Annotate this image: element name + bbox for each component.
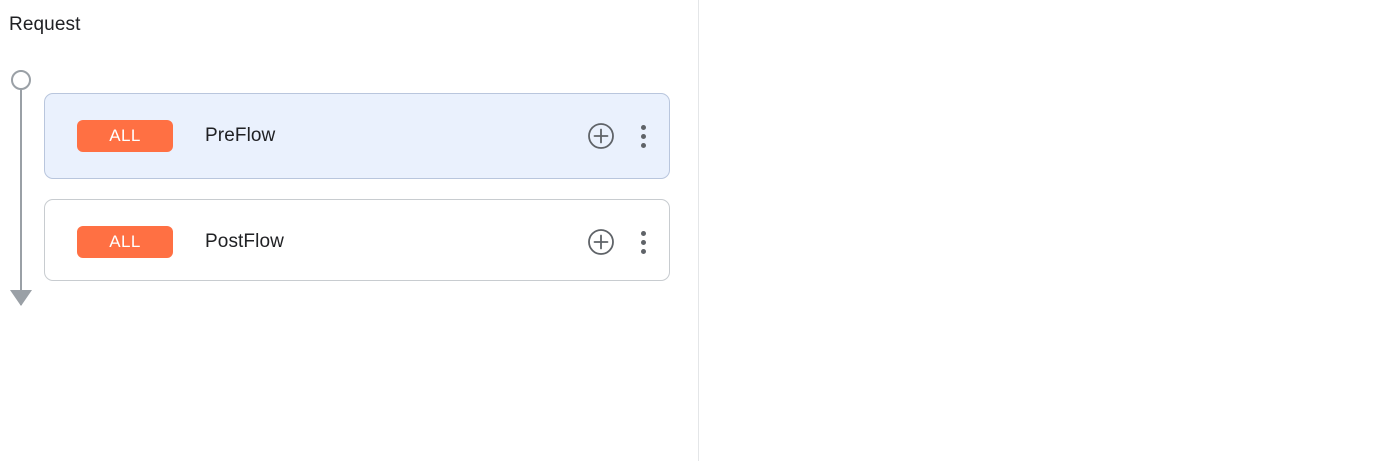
flow-header-row: ALL PostFlow — [45, 200, 669, 284]
response-panel: Response ALL PostFlow — [698, 0, 1393, 461]
flow-arrow-down-icon — [10, 290, 32, 306]
request-flow-track — [6, 70, 36, 306]
kebab-menu-icon[interactable] — [631, 228, 655, 256]
kebab-menu-icon[interactable] — [631, 122, 655, 150]
flow-header-row: ALL PreFlow — [45, 94, 669, 178]
plus-circle-icon[interactable] — [587, 122, 615, 150]
plus-circle-icon[interactable] — [587, 228, 615, 256]
panel-divider — [698, 0, 699, 461]
verb-badge: ALL — [77, 120, 173, 152]
flow-name-label: PostFlow — [205, 231, 284, 252]
flow-start-circle-icon — [11, 70, 31, 90]
flow-card-postflow[interactable]: ALL PostFlow — [44, 199, 670, 281]
flow-line — [20, 70, 22, 305]
flow-name-label: PreFlow — [205, 125, 276, 146]
verb-badge: ALL — [77, 226, 173, 258]
request-panel-title: Request — [9, 14, 81, 35]
request-panel: Request ALL PreFlow — [6, 14, 670, 306]
flow-card-preflow[interactable]: ALL PreFlow — [44, 93, 670, 179]
